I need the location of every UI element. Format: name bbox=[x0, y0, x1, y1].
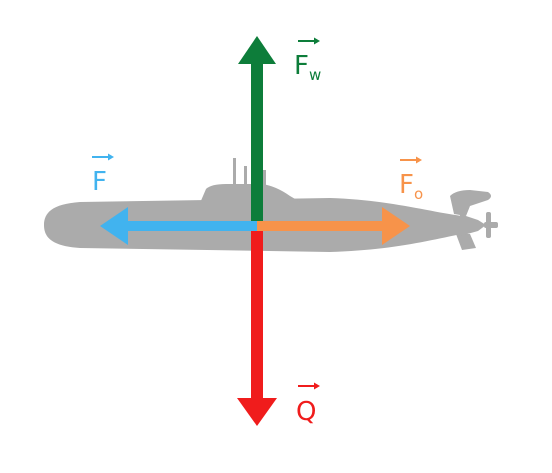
vector-arrow-icon-head bbox=[108, 153, 114, 161]
submarine-lower-fin bbox=[456, 234, 476, 250]
buoyancy-arrow-head bbox=[238, 36, 276, 64]
weight-arrow-head bbox=[237, 398, 277, 426]
submarine-stern-fin bbox=[450, 190, 491, 216]
buoyancy-label: F w bbox=[294, 37, 321, 84]
submarine-mast bbox=[233, 158, 236, 186]
submarine-silhouette bbox=[44, 158, 498, 252]
thrust-arrow-head bbox=[100, 207, 128, 245]
drag-label: F o bbox=[399, 156, 423, 203]
drag-symbol: F bbox=[399, 170, 414, 200]
vector-arrow-icon-head bbox=[416, 156, 422, 164]
weight-label: Q bbox=[296, 382, 320, 427]
drag-arrow-head bbox=[382, 207, 410, 245]
buoyancy-subscript: w bbox=[309, 66, 321, 84]
force-arrows bbox=[100, 36, 410, 426]
submarine-mast bbox=[244, 166, 247, 186]
weight-symbol: Q bbox=[296, 397, 316, 427]
submarine-stern-cone bbox=[460, 214, 486, 236]
submarine-mast bbox=[263, 170, 266, 186]
drag-subscript: o bbox=[414, 185, 423, 203]
vector-arrow-icon-head bbox=[314, 37, 320, 45]
vector-arrow-icon-head bbox=[314, 382, 320, 390]
thrust-label: F bbox=[92, 153, 114, 197]
buoyancy-symbol: F bbox=[294, 51, 309, 81]
submarine-shaft bbox=[484, 222, 498, 228]
thrust-symbol: F bbox=[92, 167, 107, 197]
